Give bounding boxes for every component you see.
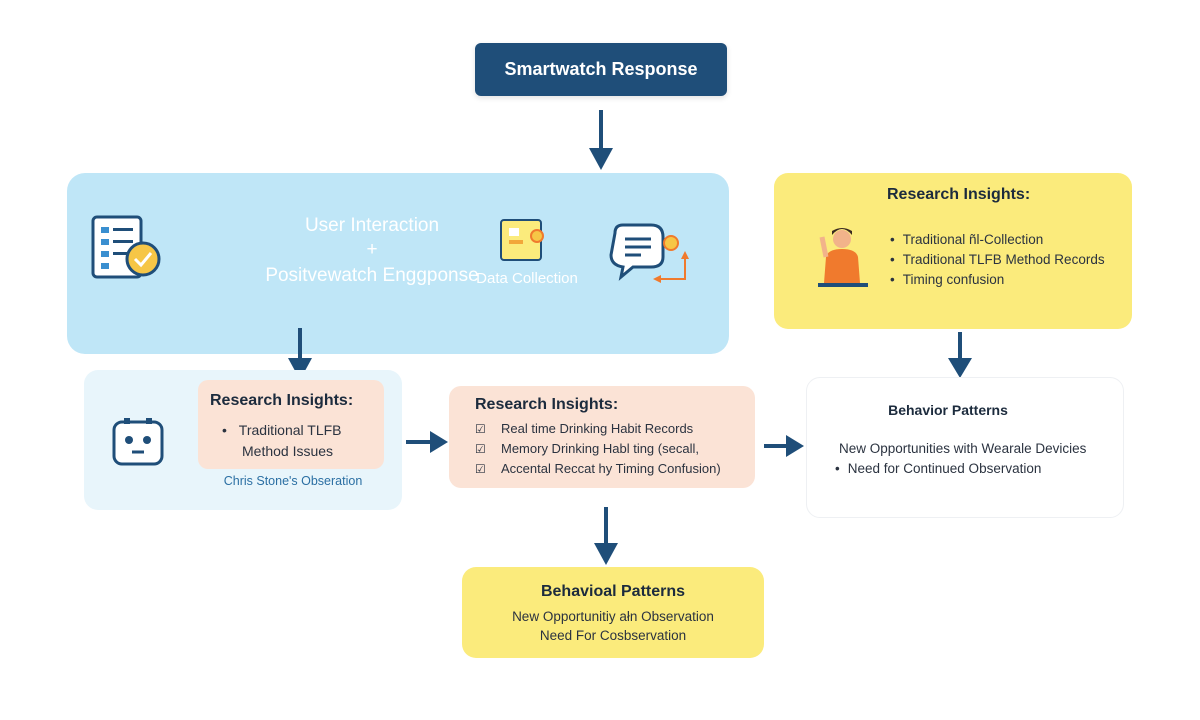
behavioral-line2: Need For Cosbservation <box>539 628 687 643</box>
center-insights-title: Research Insights: <box>475 396 619 413</box>
behavioral-line1: New Opportunitiy ałn Observation <box>512 609 714 624</box>
insight-check-text: Memory Drinking Habl ting (secall, <box>501 441 699 456</box>
insight-check-item: ☑ Real time Drinking Habit Records <box>475 419 721 439</box>
research-insights-title: Research Insights: <box>887 186 1031 203</box>
bullet-mark: • <box>222 422 227 438</box>
checkbox-icon: ☑ <box>475 422 486 436</box>
chat-bubble-icon <box>609 223 689 283</box>
behavior-line1: New Opportunities with Wearale Devicies <box>839 441 1087 456</box>
insight-item: Traditional ñl-Collection <box>890 230 1105 250</box>
smartwatch-response-label: Smartwatch Response <box>504 59 698 79</box>
checklist-icon <box>91 215 161 279</box>
robot-face-icon <box>112 418 164 466</box>
arrow-right-1 <box>406 431 448 453</box>
bullet-mark: • <box>835 461 840 476</box>
research-insights-left-box: Research Insights: • Traditional TLFB Me… <box>198 380 384 469</box>
checkbox-icon: ☑ <box>475 462 486 476</box>
research-insights-center-box: Research Insights: ☑ Real time Drinking H… <box>449 386 755 488</box>
behavioral-patterns-title: Behavioal Patterns <box>540 583 686 600</box>
panel-title-line1: User Interaction <box>304 215 440 236</box>
behavior-patterns-card: Behavior Patterns New Opportunities with… <box>806 377 1124 518</box>
insight-check-item: ☑ Accental Reccat hy Timing Confusion) <box>475 459 721 479</box>
research-insights-yellow-box: Research Insights: Traditional ñl-Collec… <box>774 173 1132 329</box>
insight-item: Traditional TLFB Method Records <box>890 250 1105 270</box>
smartwatch-response-node: Smartwatch Response <box>475 43 727 96</box>
panel-title-line2: Positvewatch Enggponse <box>265 265 479 286</box>
center-insights-list: ☑ Real time Drinking Habit Records ☑ Memor… <box>475 419 721 479</box>
insight-check-text: Accental Reccat hy Timing Confusion) <box>501 461 721 476</box>
checkbox-icon: ☑ <box>475 442 486 456</box>
insight-check-item: ☑ Memory Drinking Habl ting (secall, <box>475 439 721 459</box>
person-raising-hand-icon <box>818 228 868 287</box>
insight-item: Timing confusion <box>890 270 1105 290</box>
left-insights-text-1: Traditional TLFB <box>238 422 342 438</box>
arrow-right-2 <box>764 435 804 457</box>
data-collection-label: Data Collection <box>476 270 578 287</box>
panel-title-plus: + <box>366 239 378 260</box>
left-insights-text-2: Method Issues <box>242 443 334 459</box>
left-insights-title: Research Insights: <box>210 392 354 409</box>
arrow-down-1 <box>589 110 613 170</box>
behavior-line2: Need for Continued Observation <box>847 461 1042 476</box>
arrow-down-3 <box>948 332 972 378</box>
arrow-down-4 <box>594 507 618 565</box>
behavior-line2-wrap: • Need for Continued Observation <box>835 461 1041 476</box>
behavioral-patterns-box: Behavioal Patterns New Opportunitiy ałn … <box>462 567 764 658</box>
user-interaction-panel: User Interaction + Positvewatch Enggpons… <box>67 173 729 354</box>
left-insights-line1: • Traditional TLFB <box>222 422 342 438</box>
insight-check-text: Real time Drinking Habit Records <box>501 421 694 436</box>
behavior-patterns-title: Behavior Patterns <box>888 402 1008 418</box>
research-insights-list: Traditional ñl-Collection Traditional TL… <box>890 230 1105 290</box>
sticky-note-icon <box>500 219 544 261</box>
arrow-down-2 <box>288 328 312 380</box>
observation-caption: Chris Stone's Obseration <box>223 474 363 488</box>
